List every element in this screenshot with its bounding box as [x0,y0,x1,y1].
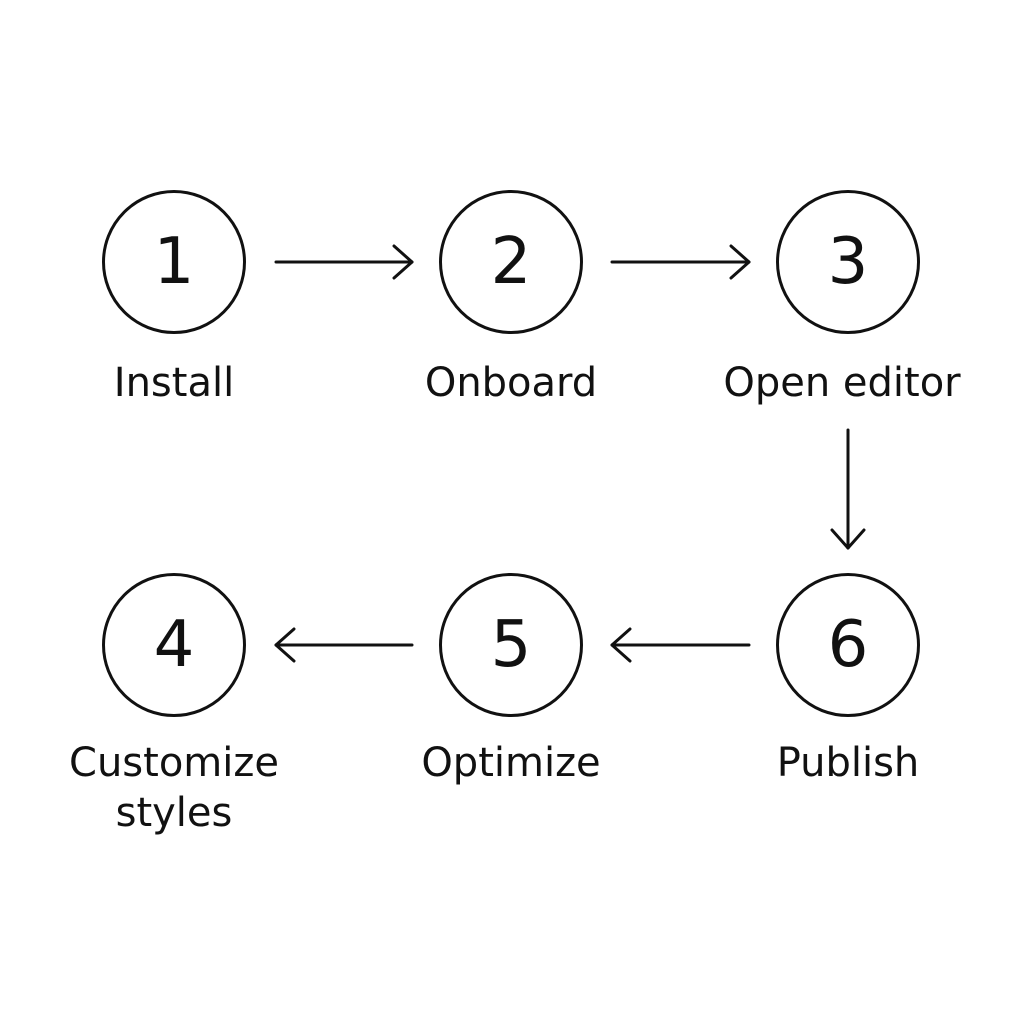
step-6-label: Publish [776,740,920,786]
step-6-number: 6 [827,608,869,682]
arrow-step-3-to-6 [830,428,866,550]
step-1-number: 1 [153,225,195,299]
step-3-circle: 3 [776,190,920,334]
step-6-circle: 6 [776,573,920,717]
arrow-step-6-to-5 [610,627,751,663]
step-1-label: Install [113,360,235,406]
arrow-step-2-to-3 [610,244,751,280]
step-4-label: Customize styles [69,740,279,836]
step-3-label: Open editor [723,360,961,406]
step-4-circle: 4 [102,573,246,717]
arrow-step-1-to-2 [274,244,414,280]
arrow-step-5-to-4 [274,627,414,663]
step-5-label: Optimize [421,740,601,786]
step-1-circle: 1 [102,190,246,334]
step-2-circle: 2 [439,190,583,334]
step-2-label: Onboard [424,360,598,406]
step-5-number: 5 [490,608,532,682]
step-5-circle: 5 [439,573,583,717]
step-2-number: 2 [490,225,532,299]
step-4-number: 4 [153,608,195,682]
step-3-number: 3 [827,225,869,299]
